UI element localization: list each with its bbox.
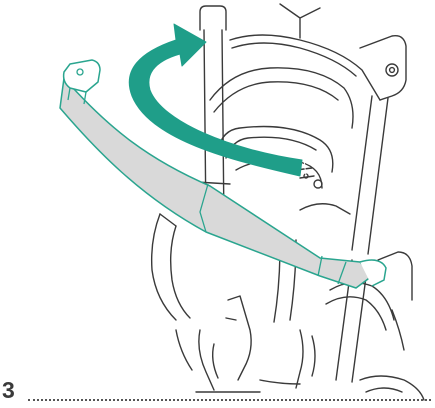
step-number: 3 <box>2 377 15 403</box>
dotted-leader-line <box>28 399 431 401</box>
curved-arrow-icon <box>129 24 306 176</box>
